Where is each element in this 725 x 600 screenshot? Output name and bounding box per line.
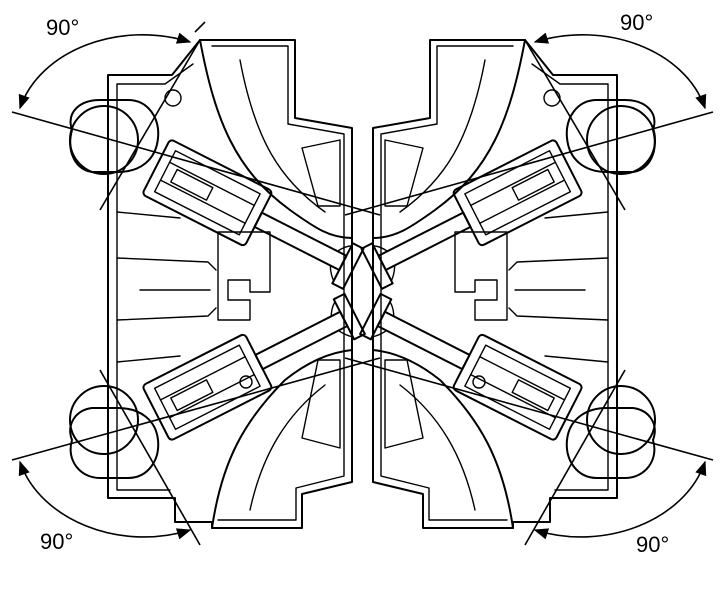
angle-bottom-left: 90° bbox=[11, 357, 381, 554]
angle-label-bottom-right: 90° bbox=[636, 532, 669, 557]
cylinder-head-left bbox=[69, 39, 370, 529]
angle-top-right: 90° bbox=[344, 10, 714, 216]
angle-label-top-right: 90° bbox=[620, 10, 653, 35]
cylinder-head-right bbox=[355, 39, 656, 529]
angle-top-left: 90° bbox=[11, 15, 381, 216]
angle-bottom-right: 90° bbox=[344, 357, 714, 557]
angle-label-bottom-left: 90° bbox=[40, 529, 73, 554]
angle-label-top-left: 90° bbox=[46, 15, 79, 40]
